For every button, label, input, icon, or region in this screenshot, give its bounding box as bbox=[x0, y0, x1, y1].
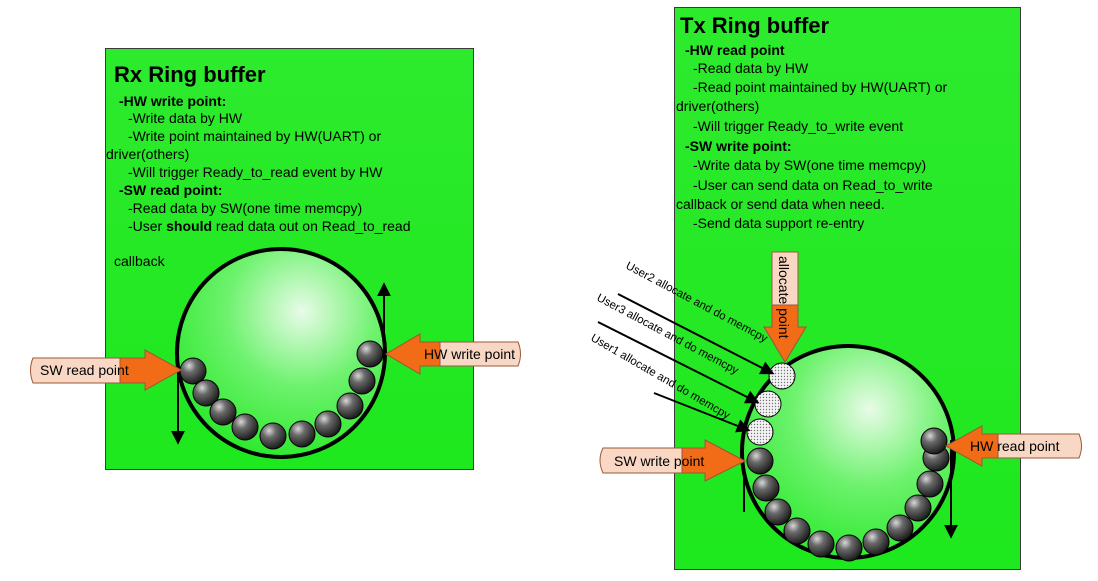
rx-line: driver(others) bbox=[106, 146, 190, 162]
rx-hw-write-point-arrow: HW write point bbox=[385, 333, 521, 375]
rx-title: Rx Ring buffer bbox=[114, 62, 266, 87]
tx-title: Tx Ring buffer bbox=[680, 13, 830, 38]
tx-allocate-label: allocate point bbox=[776, 256, 792, 339]
rx-line: -Read data by SW(one time memcpy) bbox=[128, 200, 363, 216]
rx-ball bbox=[348, 367, 376, 395]
rx-sw-read-heading: -SW read point: bbox=[119, 182, 223, 198]
tx-user2-pointer bbox=[617, 293, 775, 375]
tx-line: -Read data by HW bbox=[693, 60, 809, 76]
tx-allocated-slots bbox=[746, 362, 796, 446]
tx-ball bbox=[746, 447, 774, 475]
tx-ball bbox=[904, 494, 932, 522]
tx-user3-label: User3 allocate and do memcpy bbox=[595, 292, 741, 377]
tx-user3-pointer bbox=[597, 321, 760, 404]
rx-ball bbox=[231, 413, 259, 441]
rx-sw-read-label: SW read point bbox=[40, 362, 129, 378]
tx-sw-write-label: SW write point bbox=[614, 453, 704, 469]
tx-allocated-slot bbox=[746, 418, 774, 446]
tx-sw-write-heading: -SW write point: bbox=[685, 138, 792, 154]
tx-allocated-slot bbox=[768, 362, 796, 390]
rx-hw-write-label: HW write point bbox=[424, 346, 515, 362]
tx-user1-label: User1 allocate and do memcpy bbox=[589, 332, 733, 422]
tx-hw-read-label: HW read point bbox=[970, 438, 1060, 454]
tx-hw-read-point-arrow: HW read point bbox=[944, 425, 1082, 467]
rx-ball bbox=[192, 379, 220, 407]
tx-ball bbox=[886, 514, 914, 542]
rx-line: -Write point maintained by HW(UART) or bbox=[128, 128, 382, 144]
tx-sw-write-point-arrow: SW write point bbox=[599, 439, 747, 482]
tx-line: -User can send data on Read_to_write bbox=[693, 177, 933, 193]
tx-line: -Read point maintained by HW(UART) or bbox=[693, 79, 948, 95]
rx-ball bbox=[259, 422, 287, 450]
rx-line-should: -User should read data out on Read_to_re… bbox=[128, 218, 411, 235]
tx-line: callback or send data when need. bbox=[676, 196, 885, 212]
rx-hw-write-heading: -HW write point: bbox=[119, 93, 227, 109]
tx-line: -Will trigger Ready_to_write event bbox=[693, 118, 904, 134]
rx-line-part: -User bbox=[128, 218, 167, 234]
tx-line: driver(others) bbox=[676, 98, 760, 114]
tx-allocated-slot bbox=[754, 390, 782, 418]
rx-line: -Write data by HW bbox=[128, 110, 243, 126]
tx-line: -Write data by SW(one time memcpy) bbox=[693, 157, 927, 173]
rx-sw-read-point-arrow: SW read point bbox=[30, 349, 183, 391]
rx-line: -Will trigger Ready_to_read event by HW bbox=[128, 164, 383, 180]
rx-data-balls bbox=[179, 340, 384, 450]
tx-hw-read-heading: -HW read point bbox=[685, 42, 785, 58]
rx-ball bbox=[356, 340, 384, 368]
rx-ball bbox=[288, 420, 316, 448]
rx-ball bbox=[314, 410, 342, 438]
tx-ball bbox=[920, 427, 948, 455]
tx-allocate-point-arrow: allocate point bbox=[763, 251, 807, 363]
tx-user1-pointer bbox=[653, 392, 751, 433]
rx-should-emphasis: should bbox=[166, 218, 213, 234]
tx-line: -Send data support re-entry bbox=[693, 215, 865, 231]
tx-ball bbox=[764, 498, 792, 526]
tx-ball bbox=[807, 530, 835, 558]
tx-ball bbox=[783, 517, 811, 545]
tx-ball bbox=[862, 528, 890, 556]
tx-data-balls bbox=[746, 427, 950, 562]
tx-ball bbox=[916, 470, 944, 498]
rx-ball bbox=[336, 392, 364, 420]
tx-ball bbox=[835, 534, 863, 562]
tx-user2-label: User2 allocate and do memcpy bbox=[624, 260, 770, 345]
tx-ball bbox=[752, 474, 780, 502]
rx-line: callback bbox=[114, 253, 165, 269]
rx-line-part: read data out on Read_to_read bbox=[212, 218, 411, 234]
rx-ball bbox=[209, 398, 237, 426]
